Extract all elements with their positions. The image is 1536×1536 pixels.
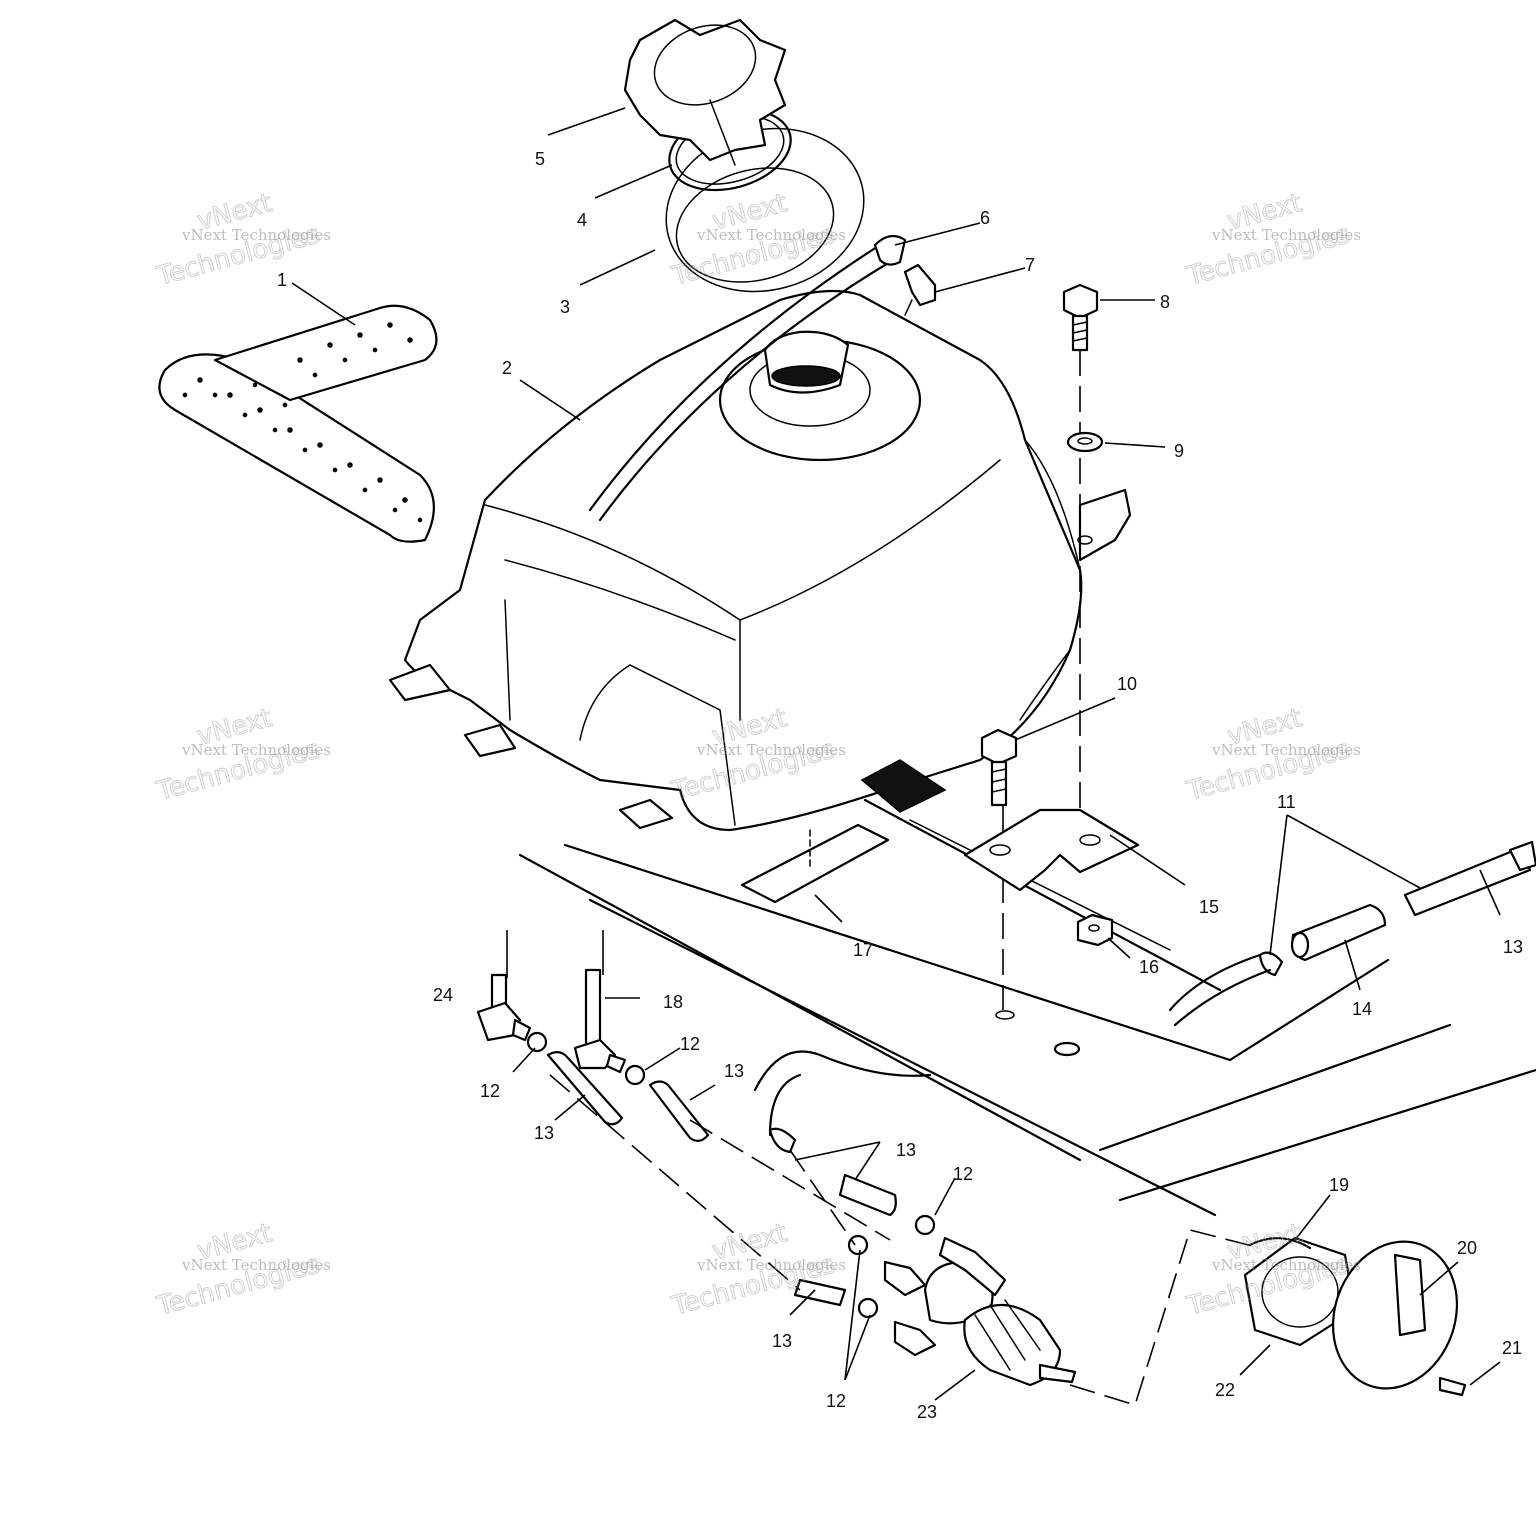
pad bbox=[740, 759, 947, 904]
callout-12-bottom: 12 bbox=[826, 1391, 846, 1411]
callout-12-right: 12 bbox=[953, 1164, 973, 1184]
svg-text:vNext Technologies: vNext Technologies bbox=[1211, 1256, 1361, 1274]
callout-6: 6 bbox=[980, 208, 990, 228]
callout-9: 9 bbox=[1174, 441, 1184, 461]
callout-13-mid: 13 bbox=[724, 1061, 744, 1081]
callout-14: 14 bbox=[1352, 999, 1372, 1019]
watermark-mid-left: vNext vNext Technologies Technologies bbox=[153, 703, 331, 808]
fuel-cap bbox=[623, 18, 787, 166]
callout-8: 8 bbox=[1160, 292, 1170, 312]
svg-text:vNext Technologies: vNext Technologies bbox=[1211, 741, 1361, 759]
foam-pad bbox=[158, 304, 438, 543]
watermark-bottom-center: vNext vNext Technologies Technologies bbox=[668, 1218, 846, 1323]
callout-7: 7 bbox=[1025, 255, 1035, 275]
callout-labels: 1 2 3 4 5 6 7 8 9 10 11 12 12 12 12 13 1… bbox=[277, 149, 1523, 1422]
watermarks: vNext vNext Technologies Technologies vN… bbox=[153, 188, 1361, 1323]
svg-text:vNext Technologies: vNext Technologies bbox=[696, 226, 846, 244]
callout-3: 3 bbox=[560, 297, 570, 317]
callout-13-bottom: 13 bbox=[772, 1331, 792, 1351]
callout-11: 11 bbox=[1277, 792, 1296, 812]
callout-21: 21 bbox=[1502, 1338, 1522, 1358]
callout-5: 5 bbox=[535, 149, 545, 169]
assembly-lines bbox=[549, 1074, 1261, 1406]
callout-2: 2 bbox=[502, 358, 512, 378]
bracket bbox=[963, 808, 1140, 892]
watermark-top-left: vNext vNext Technologies Technologies bbox=[153, 188, 331, 293]
svg-text:vNext Technologies: vNext Technologies bbox=[1211, 226, 1361, 244]
elbow-fitting bbox=[903, 263, 937, 316]
callout-24: 24 bbox=[433, 985, 453, 1005]
hoses bbox=[546, 1050, 932, 1307]
callout-13-right: 13 bbox=[896, 1140, 916, 1160]
watermark-top-center: vNext vNext Technologies Technologies bbox=[668, 188, 846, 293]
callout-19: 19 bbox=[1329, 1175, 1349, 1195]
callout-20: 20 bbox=[1457, 1238, 1477, 1258]
callout-22: 22 bbox=[1215, 1380, 1235, 1400]
callout-23: 23 bbox=[917, 1402, 937, 1422]
washer bbox=[1066, 431, 1104, 453]
callout-12-mid: 12 bbox=[680, 1034, 700, 1054]
nut bbox=[1076, 913, 1114, 947]
callout-1: 1 bbox=[277, 270, 287, 290]
callout-13-left: 13 bbox=[534, 1123, 554, 1143]
vent-hose bbox=[873, 234, 907, 266]
svg-text:vNext Technologies: vNext Technologies bbox=[181, 1256, 331, 1274]
valve-knob-assembly bbox=[1243, 1236, 1467, 1397]
callout-15: 15 bbox=[1199, 897, 1219, 917]
callout-10: 10 bbox=[1117, 674, 1137, 694]
callout-4: 4 bbox=[577, 210, 587, 230]
svg-text:vNext Technologies: vNext Technologies bbox=[181, 741, 331, 759]
bolt-10 bbox=[980, 728, 1018, 1020]
callout-17: 17 bbox=[853, 940, 873, 960]
frame-rails bbox=[518, 798, 1536, 1217]
fittings bbox=[476, 930, 646, 1086]
callout-16: 16 bbox=[1139, 957, 1159, 977]
callout-18: 18 bbox=[663, 992, 683, 1012]
fuel-valve bbox=[847, 1214, 1077, 1387]
callout-13-far-right: 13 bbox=[1503, 937, 1523, 957]
leader-lines bbox=[291, 107, 1501, 1401]
svg-text:vNext Technologies: vNext Technologies bbox=[696, 741, 846, 759]
callout-12-left: 12 bbox=[480, 1081, 500, 1101]
svg-text:vNext Technologies: vNext Technologies bbox=[181, 226, 331, 244]
bolt-8 bbox=[1062, 283, 1099, 840]
watermark-bottom-left: vNext vNext Technologies Technologies bbox=[153, 1218, 331, 1323]
fuel-filter-line bbox=[1168, 840, 1536, 1027]
watermark-top-right: vNext vNext Technologies Technologies bbox=[1183, 188, 1361, 293]
svg-text:vNext Technologies: vNext Technologies bbox=[696, 1256, 846, 1274]
watermark-mid-right: vNext vNext Technologies Technologies bbox=[1183, 703, 1361, 808]
fuel-tank bbox=[388, 243, 1132, 832]
